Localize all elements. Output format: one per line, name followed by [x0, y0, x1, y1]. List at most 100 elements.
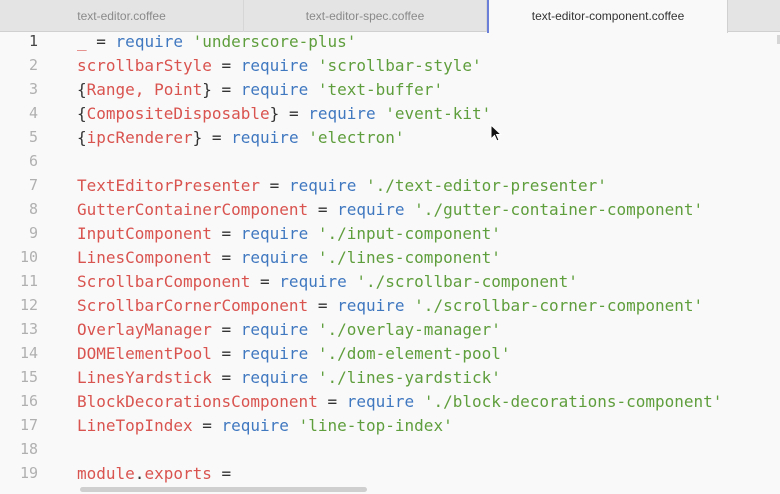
token-p: } =	[202, 80, 241, 99]
token-p	[405, 296, 415, 315]
code-line[interactable]: 18	[0, 440, 780, 464]
token-var: _	[77, 32, 87, 51]
code-line[interactable]: 4{CompositeDisposable} = require 'event-…	[0, 104, 780, 128]
tab-bar: text-editor.coffee text-editor-spec.coff…	[0, 0, 780, 33]
line-number: 4	[28, 104, 38, 122]
tab-text-editor[interactable]: text-editor.coffee	[0, 0, 244, 32]
token-kw: require	[231, 128, 299, 147]
line-number: 10	[19, 248, 38, 266]
token-str: './lines-component'	[317, 248, 501, 267]
line-code: LinesComponent = require './lines-compon…	[77, 248, 501, 267]
code-line[interactable]: 17 LineTopIndex = require 'line-top-index…	[0, 416, 780, 440]
token-var: ScrollbarComponent	[77, 272, 251, 291]
line-code: InputComponent = require './input-compon…	[77, 224, 501, 243]
code-editor[interactable]: 1 _ = require 'underscore-plus' 2 scrollbar…	[0, 32, 780, 494]
token-var: exports	[144, 464, 212, 483]
token-kw: require	[279, 272, 347, 291]
code-line[interactable]: 6	[0, 152, 780, 176]
token-kw: require	[240, 320, 309, 339]
code-line[interactable]: 5 {ipcRenderer} = require 'electron'	[0, 128, 780, 152]
token-var: scrollbarStyle	[77, 56, 212, 75]
line-number: 8	[28, 200, 38, 218]
token-p: =	[317, 392, 347, 411]
token-p: =	[211, 320, 241, 339]
token-p: =	[211, 344, 241, 363]
token-kw: require	[337, 296, 405, 315]
vertical-scrollbar[interactable]	[777, 35, 780, 44]
line-code: GutterContainerComponent = require './gu…	[77, 200, 703, 219]
token-kw: require	[221, 416, 289, 435]
token-var: BlockDecorationsComponent	[77, 392, 318, 411]
token-str: 'electron'	[308, 128, 405, 147]
code-line[interactable]: 1 _ = require 'underscore-plus'	[0, 32, 780, 56]
token-p: =	[211, 224, 241, 243]
token-kw: require	[240, 248, 309, 267]
token-p: =	[308, 200, 338, 219]
token-p	[376, 104, 386, 123]
line-number: 5	[28, 128, 38, 146]
token-p	[414, 392, 424, 411]
tab-text-editor-component[interactable]: text-editor-component.coffee	[487, 0, 728, 33]
token-var: TextEditorPresenter	[77, 176, 261, 195]
line-number: 11	[19, 272, 38, 290]
code-line[interactable]: 3{Range, Point} = require 'text-buffer'	[0, 80, 780, 104]
line-code: {ipcRenderer} = require 'electron'	[77, 128, 405, 147]
line-number: 17	[19, 416, 38, 434]
line-number: 1	[28, 32, 38, 50]
token-str: './input-component'	[317, 224, 501, 243]
token-p	[347, 272, 357, 291]
tab-text-editor-spec[interactable]: text-editor-spec.coffee	[244, 0, 487, 32]
token-p: =	[211, 56, 241, 75]
token-p	[183, 32, 193, 51]
token-kw: require	[240, 344, 309, 363]
line-code: OverlayManager = require './overlay-mana…	[77, 320, 501, 339]
token-str: './block-decorations-component'	[423, 392, 723, 411]
line-number: 12	[19, 296, 38, 314]
token-p	[308, 80, 318, 99]
line-number: 7	[28, 176, 38, 194]
line-code: _ = require 'underscore-plus'	[77, 32, 356, 51]
line-number: 2	[28, 56, 38, 74]
token-p: =	[211, 368, 241, 387]
token-var: Range, Point	[86, 80, 203, 99]
token-var: CompositeDisposable	[86, 104, 270, 123]
token-p: =	[250, 272, 280, 291]
token-kw: require	[240, 224, 309, 243]
token-var: LinesComponent	[77, 248, 212, 267]
token-var: module	[77, 464, 135, 483]
line-number: 3	[28, 80, 38, 98]
token-p	[299, 128, 309, 147]
token-p: =	[86, 32, 116, 51]
token-str: './dom-element-pool'	[317, 344, 511, 363]
token-kw: require	[240, 368, 309, 387]
code-line[interactable]: 10 LinesComponent = require './lines-comp…	[0, 248, 780, 272]
token-p	[356, 176, 366, 195]
mouse-pointer-icon	[490, 124, 502, 142]
token-p	[308, 320, 318, 339]
token-str: './text-editor-presenter'	[366, 176, 607, 195]
code-line[interactable]: 8 GutterContainerComponent = require './g…	[0, 200, 780, 224]
token-p: } =	[192, 128, 232, 147]
token-str: 'text-buffer'	[317, 80, 444, 99]
line-code: BlockDecorationsComponent = require './b…	[77, 392, 722, 411]
line-code: LineTopIndex = require 'line-top-index'	[77, 416, 453, 435]
token-p	[308, 344, 318, 363]
horizontal-scrollbar[interactable]	[80, 487, 367, 492]
token-p: =	[308, 296, 338, 315]
token-var: OverlayManager	[77, 320, 212, 339]
token-kw: require	[337, 200, 405, 219]
token-kw: require	[346, 392, 415, 411]
token-p: =	[192, 416, 222, 435]
token-var: DOMElementPool	[77, 344, 212, 363]
token-p	[289, 416, 299, 435]
